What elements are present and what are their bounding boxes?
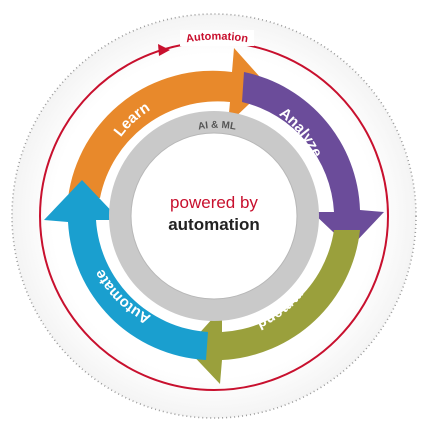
recommend-arrow	[186, 230, 360, 384]
outer-ring-arrowhead-icon	[158, 44, 170, 56]
inner-ring-shadow	[130, 132, 298, 300]
inner-ring	[109, 111, 319, 321]
automate-arrow	[44, 180, 208, 360]
center-line-2: automation	[168, 215, 260, 234]
analyze-arrow	[242, 72, 384, 248]
inner-ring-label: AI & ML	[197, 120, 237, 133]
center-line-1: powered by	[170, 193, 258, 212]
center-disc	[132, 134, 296, 298]
outer-cycle-label: Automation	[185, 31, 249, 46]
learn-arrow	[68, 48, 268, 198]
outer-label-backdrop	[180, 30, 254, 46]
